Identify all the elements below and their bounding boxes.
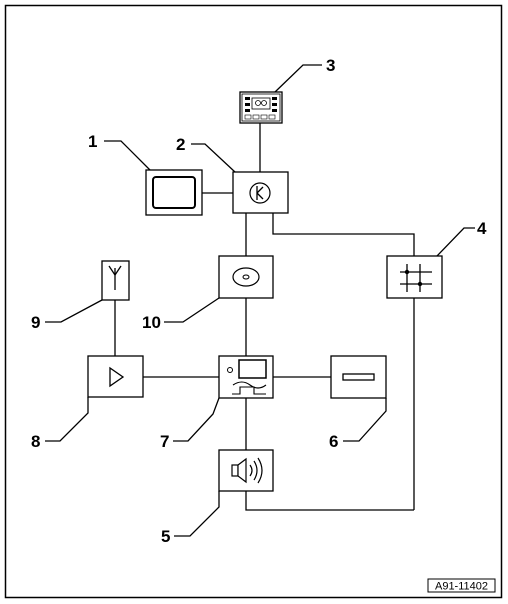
callout-10: 10 <box>142 313 161 332</box>
control-unit-dial-icon <box>232 171 289 214</box>
callout-1: 1 <box>88 132 97 151</box>
frame-border <box>4 4 503 599</box>
callout-8: 8 <box>31 432 40 451</box>
callout-3: 3 <box>326 56 335 75</box>
leader-lines <box>45 64 475 537</box>
antenna-icon <box>101 260 130 301</box>
callout-4: 4 <box>477 219 487 238</box>
operating-panel-icon <box>239 91 283 124</box>
callout-6: 6 <box>329 432 338 451</box>
connection-lines <box>114 123 415 511</box>
speaker-icon <box>218 449 274 492</box>
callout-9: 9 <box>31 313 40 332</box>
radio-navigation-unit-icon <box>218 355 274 399</box>
slot-unit-icon <box>330 355 387 399</box>
figure-reference: A91-11402 <box>427 578 496 593</box>
junction-node-icon <box>386 255 443 299</box>
amplifier-icon <box>87 355 144 398</box>
figure-reference-text: A91-11402 <box>435 581 488 593</box>
display-screen-icon <box>145 169 203 216</box>
callout-5: 5 <box>161 527 170 546</box>
callout-labels: 1 2 3 4 5 6 7 8 9 10 <box>31 56 487 546</box>
callout-7: 7 <box>160 432 169 451</box>
callout-2: 2 <box>176 135 185 154</box>
disc-drive-icon <box>218 255 274 299</box>
